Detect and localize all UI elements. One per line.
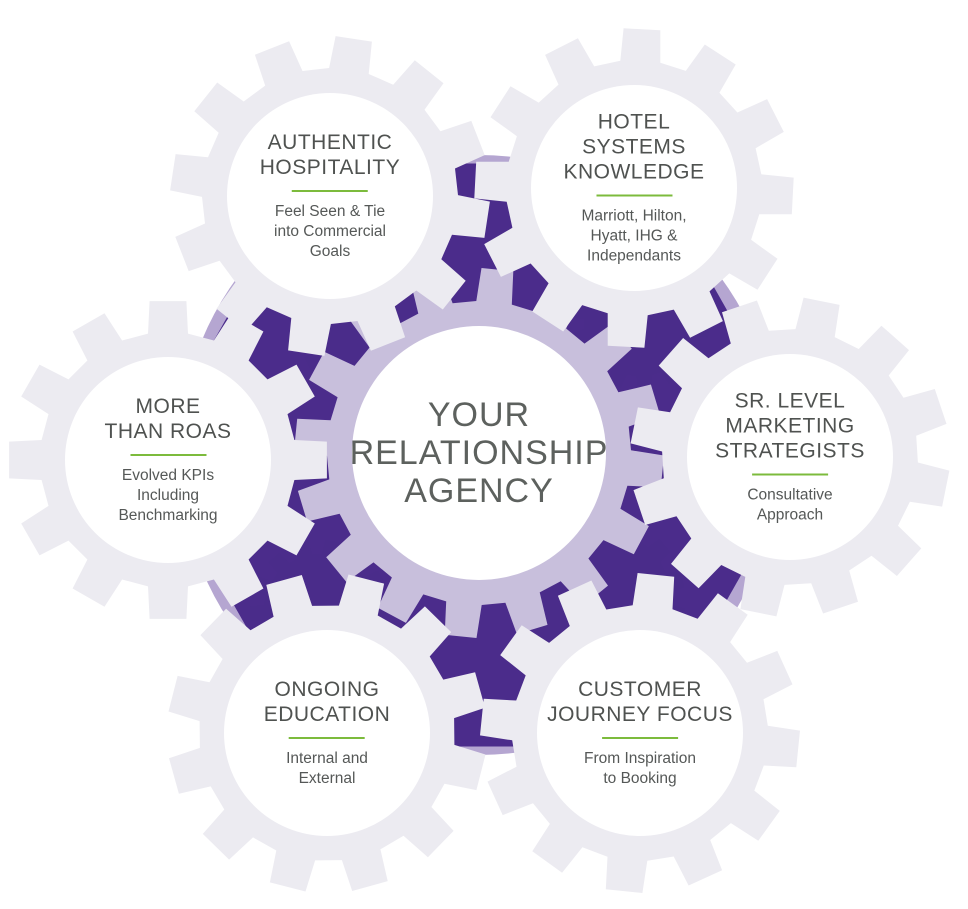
- node-description: Evolved KPIs Including Benchmarking: [118, 467, 218, 524]
- outer-circle: [531, 85, 737, 291]
- node-description: Marriott, Hilton, Hyatt, IHG & Independa…: [581, 207, 687, 265]
- node-customer-journey-focus: CUSTOMER JOURNEY FOCUS From Inspiration …: [547, 677, 733, 789]
- node-title: AUTHENTIC HOSPITALITY: [259, 131, 401, 179]
- node-sr-level-marketing-strategists: SR. LEVEL MARKETING STRATEGISTS Consulta…: [715, 389, 865, 526]
- node-description: Internal and External: [286, 750, 368, 787]
- node-description: Consultative Approach: [747, 486, 833, 524]
- green-divider: [129, 454, 206, 456]
- center-circle: [352, 326, 606, 580]
- node-title: SR. LEVEL MARKETING STRATEGISTS: [715, 389, 865, 463]
- outer-circle: [537, 630, 743, 836]
- node-description: From Inspiration to Booking: [584, 750, 696, 787]
- node-more-than-roas: MORE THAN ROAS Evolved KPIs Including Be…: [104, 394, 231, 526]
- outer-circle: [65, 357, 271, 563]
- outer-circle: [687, 354, 893, 560]
- node-title: HOTEL SYSTEMS KNOWLEDGE: [563, 110, 705, 184]
- center-label: YOUR RELATIONSHIP AGENCY: [350, 396, 609, 510]
- outer-circle: [224, 630, 430, 836]
- node-authentic-hospitality: AUTHENTIC HOSPITALITY Feel Seen & Tie in…: [260, 130, 400, 262]
- center-title: YOUR RELATIONSHIP AGENCY: [349, 396, 609, 510]
- green-divider: [291, 190, 368, 192]
- green-divider: [751, 473, 828, 476]
- node-ongoing-education: ONGOING EDUCATION Internal and External: [264, 677, 391, 789]
- node-title: CUSTOMER JOURNEY FOCUS: [547, 678, 733, 726]
- node-title: MORE THAN ROAS: [104, 395, 232, 443]
- green-divider: [289, 737, 365, 739]
- green-divider: [596, 194, 672, 197]
- node-title: ONGOING EDUCATION: [263, 678, 391, 726]
- outer-circle: [227, 93, 433, 299]
- node-description: Feel Seen & Tie into Commercial Goals: [274, 203, 386, 260]
- node-hotel-systems-knowledge: HOTEL SYSTEMS KNOWLEDGE Marriott, Hilton…: [563, 110, 704, 267]
- green-divider: [602, 737, 678, 739]
